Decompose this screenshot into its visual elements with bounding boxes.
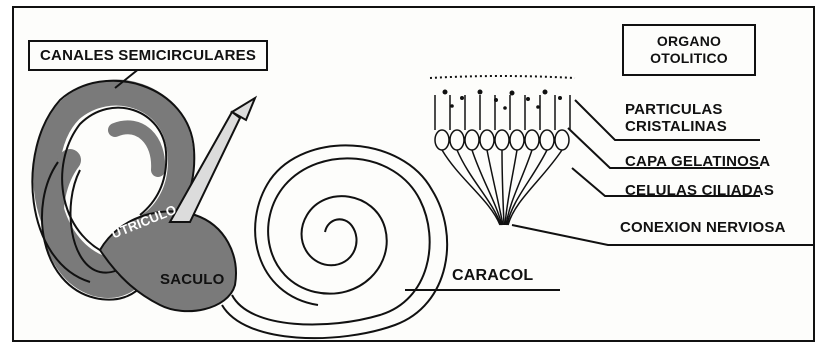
cochlea-label: CARACOL (452, 268, 533, 284)
hair-cells-label: CELULAS CILIADAS (625, 183, 774, 198)
nerve-connection-label: CONEXION NERVIOSA (620, 220, 786, 235)
otolith-organ (430, 76, 575, 225)
semicircular-canals-label: CANALES SEMICIRCULARES (28, 40, 268, 71)
cochlea-spiral (222, 145, 447, 338)
saccule-label: SACULO (160, 272, 225, 287)
otolith-organ-title-line2: OTOLITICO (630, 50, 748, 67)
otolith-organ-title-line1: ORGANO (630, 33, 748, 50)
crystalline-particles-line2: CRISTALINAS (625, 118, 727, 135)
crystalline-particles-label: PARTICULAS CRISTALINAS (625, 101, 727, 135)
otolith-organ-title: ORGANO OTOLITICO (622, 24, 756, 76)
gelatinous-layer-label: CAPA GELATINOSA (625, 154, 770, 169)
crystalline-particles-line1: PARTICULAS (625, 101, 727, 118)
